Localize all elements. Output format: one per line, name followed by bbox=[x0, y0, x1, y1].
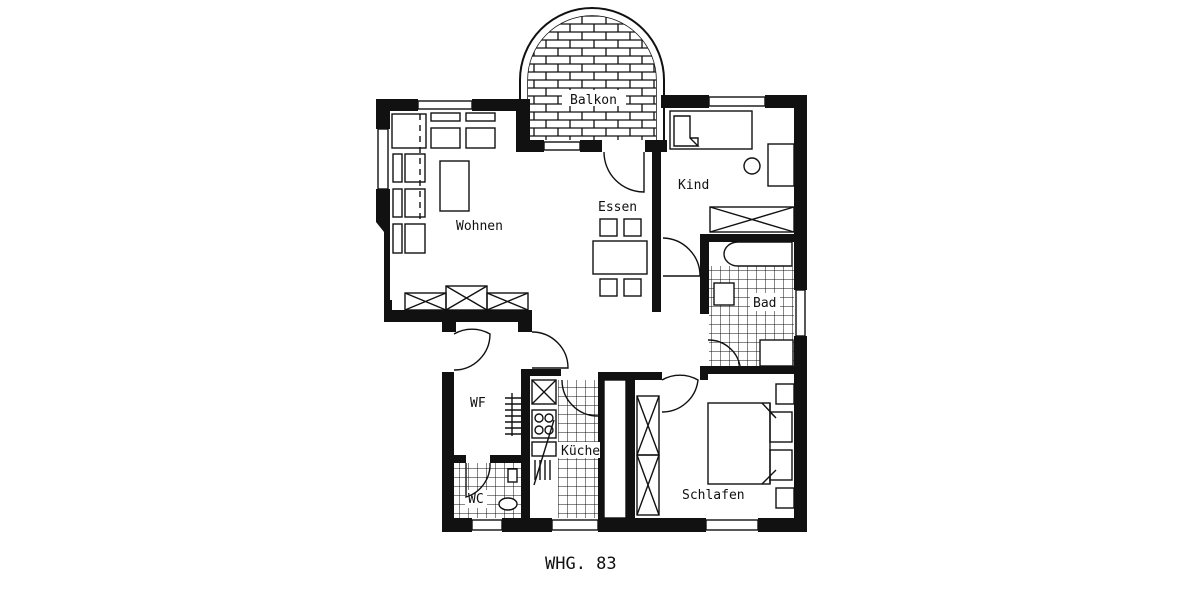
doors bbox=[453, 151, 741, 498]
room-label-wc: WC bbox=[468, 492, 484, 507]
furniture bbox=[391, 110, 795, 519]
room-label-balkon: Balkon bbox=[570, 93, 617, 108]
room-labels: Balkon Wohnen Essen Kind Bad WF Küche WC… bbox=[456, 93, 776, 574]
plan-title: WHG. 83 bbox=[545, 554, 617, 574]
room-label-kind: Kind bbox=[678, 178, 709, 193]
room-label-kueche: Küche bbox=[561, 444, 600, 459]
room-label-wf: WF bbox=[470, 396, 486, 411]
room-label-schlafen: Schlafen bbox=[682, 488, 745, 503]
room-label-essen: Essen bbox=[598, 200, 637, 215]
room-label-wohnen: Wohnen bbox=[456, 219, 503, 234]
walls bbox=[376, 95, 807, 532]
room-label-bad: Bad bbox=[753, 296, 776, 311]
balcony bbox=[519, 7, 665, 140]
